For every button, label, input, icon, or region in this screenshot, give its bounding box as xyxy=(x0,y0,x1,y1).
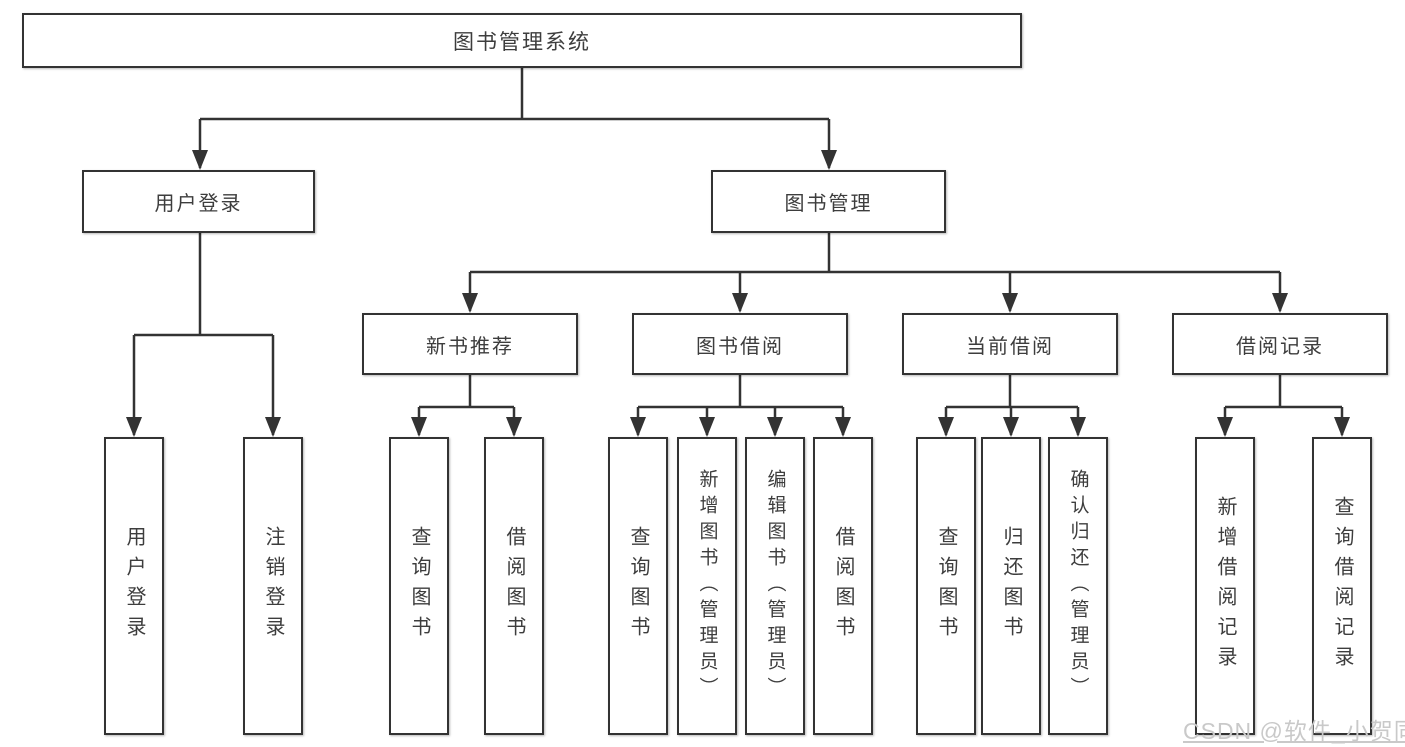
node-current-borrowing: 当前借阅 xyxy=(902,313,1118,375)
arrowhead-icon xyxy=(1334,417,1350,437)
arrowhead-icon xyxy=(767,417,783,437)
arrowhead-icon xyxy=(732,293,748,313)
node-book-management: 图书管理 xyxy=(711,170,946,233)
edge-borrowrecord-to-children xyxy=(1223,375,1344,435)
node-borrowing-records: 借阅记录 xyxy=(1172,313,1388,375)
node-new-book-recommendation: 新书推荐 xyxy=(362,313,578,375)
arrowhead-icon xyxy=(1070,417,1086,437)
arrowhead-icon xyxy=(835,417,851,437)
edge-bookborrow-to-children xyxy=(636,375,845,435)
arrowhead-icon xyxy=(938,417,954,437)
arrowhead-icon xyxy=(821,150,837,170)
edge-bookmgmt-to-level3 xyxy=(468,233,1282,311)
node-current-return-books: 归还图书 xyxy=(981,437,1041,735)
edge-userlogin-to-children xyxy=(132,233,275,435)
edge-newbookrec-to-children xyxy=(417,375,516,435)
node-leaf-logout: 注销登录 xyxy=(243,437,303,735)
watermark: CSDN @软件_小贺同学 xyxy=(1183,718,1405,744)
arrowhead-icon xyxy=(630,417,646,437)
arrowhead-icon xyxy=(126,417,142,437)
node-borrow-borrow-books: 借阅图书 xyxy=(813,437,873,735)
edge-root-to-level2 xyxy=(198,68,831,168)
arrowhead-icon xyxy=(411,417,427,437)
arrowhead-icon xyxy=(1002,293,1018,313)
arrowhead-icon xyxy=(506,417,522,437)
arrowhead-icon xyxy=(1272,293,1288,313)
arrowhead-icon xyxy=(192,150,208,170)
arrowhead-icon xyxy=(1217,417,1233,437)
node-current-query-books: 查询图书 xyxy=(916,437,976,735)
node-current-confirm-return-admin: 确认归还（管理员） xyxy=(1048,437,1108,735)
node-leaf-user-login: 用户登录 xyxy=(104,437,164,735)
node-user-login: 用户登录 xyxy=(82,170,315,233)
arrowhead-icon xyxy=(1003,417,1019,437)
node-book-borrowing: 图书借阅 xyxy=(632,313,848,375)
node-newrec-borrow-books: 借阅图书 xyxy=(484,437,544,735)
arrowhead-icon xyxy=(699,417,715,437)
node-borrow-edit-books-admin: 编辑图书（管理员） xyxy=(745,437,805,735)
arrowheads xyxy=(126,150,1350,437)
node-borrow-add-books-admin: 新增图书（管理员） xyxy=(677,437,737,735)
node-borrow-query-books: 查询图书 xyxy=(608,437,668,735)
node-records-add-borrow-record: 新增借阅记录 xyxy=(1195,437,1255,735)
tree-edges xyxy=(132,68,1344,435)
node-newrec-query-books: 查询图书 xyxy=(389,437,449,735)
arrowhead-icon xyxy=(265,417,281,437)
arrowhead-icon xyxy=(462,293,478,313)
node-records-query-borrow-record: 查询借阅记录 xyxy=(1312,437,1372,735)
node-root-library-management-system: 图书管理系统 xyxy=(22,13,1022,68)
